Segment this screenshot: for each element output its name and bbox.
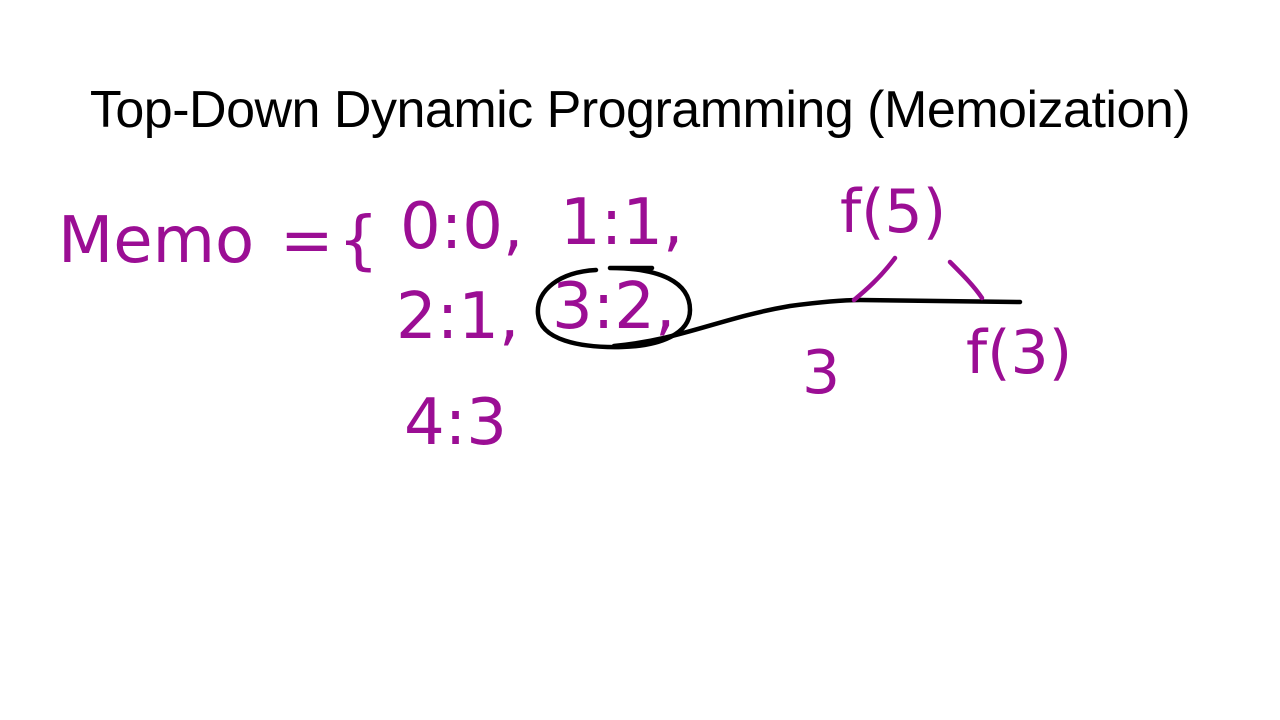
memo-entry-4: 4:3: [404, 386, 507, 460]
slide-title: Top-Down Dynamic Programming (Memoizatio…: [89, 81, 1191, 139]
tree-edge-left: [851, 255, 898, 303]
memo-open-brace: {: [338, 204, 379, 278]
memo-equals: =: [280, 204, 334, 278]
tree-left-child: 3: [802, 338, 840, 408]
memo-entry-1: 1:1,: [560, 186, 683, 260]
memo-entry-0: 0:0,: [400, 190, 523, 264]
tree-edge-right: [947, 259, 985, 301]
memo-entry-2: 2:1,: [396, 280, 519, 354]
connector-line: [611, 297, 1023, 349]
memo-entry-3: 3:2,: [552, 270, 675, 344]
memo-label: Memo: [58, 204, 254, 278]
tree-right-child: f(3): [966, 318, 1072, 388]
tree-root: f(5): [840, 177, 946, 247]
